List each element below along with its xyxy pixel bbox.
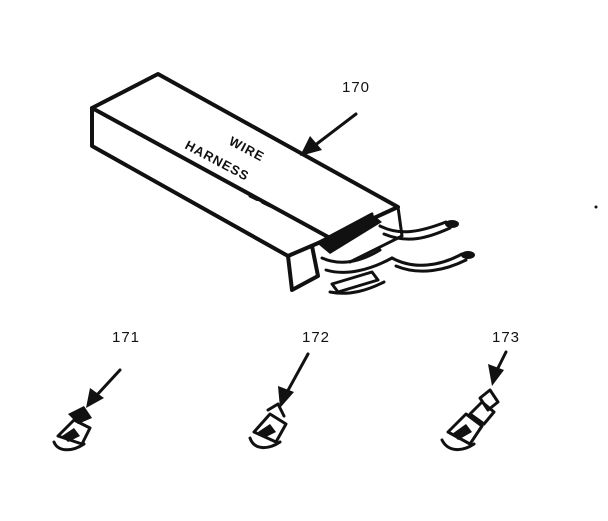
callout-170: 170 <box>342 79 370 96</box>
terminal-171 <box>52 406 92 452</box>
box-label: WIRE HARNESS <box>183 133 268 183</box>
terminal-172 <box>248 402 288 449</box>
callout-173-arrow <box>488 350 508 386</box>
terminal-173 <box>440 388 500 451</box>
callout-173: 173 <box>492 329 520 346</box>
harness-wires <box>318 214 475 295</box>
wire-end-upper <box>445 220 459 228</box>
callout-172: 172 <box>302 329 330 346</box>
wire-end-lower <box>461 251 475 259</box>
callout-171: 171 <box>112 329 140 346</box>
callout-170-arrow <box>300 112 358 156</box>
wire-harness-box <box>90 72 404 292</box>
stray-mark <box>594 205 598 209</box>
callout-172-arrow <box>278 352 310 408</box>
callout-171-arrow <box>86 368 122 408</box>
